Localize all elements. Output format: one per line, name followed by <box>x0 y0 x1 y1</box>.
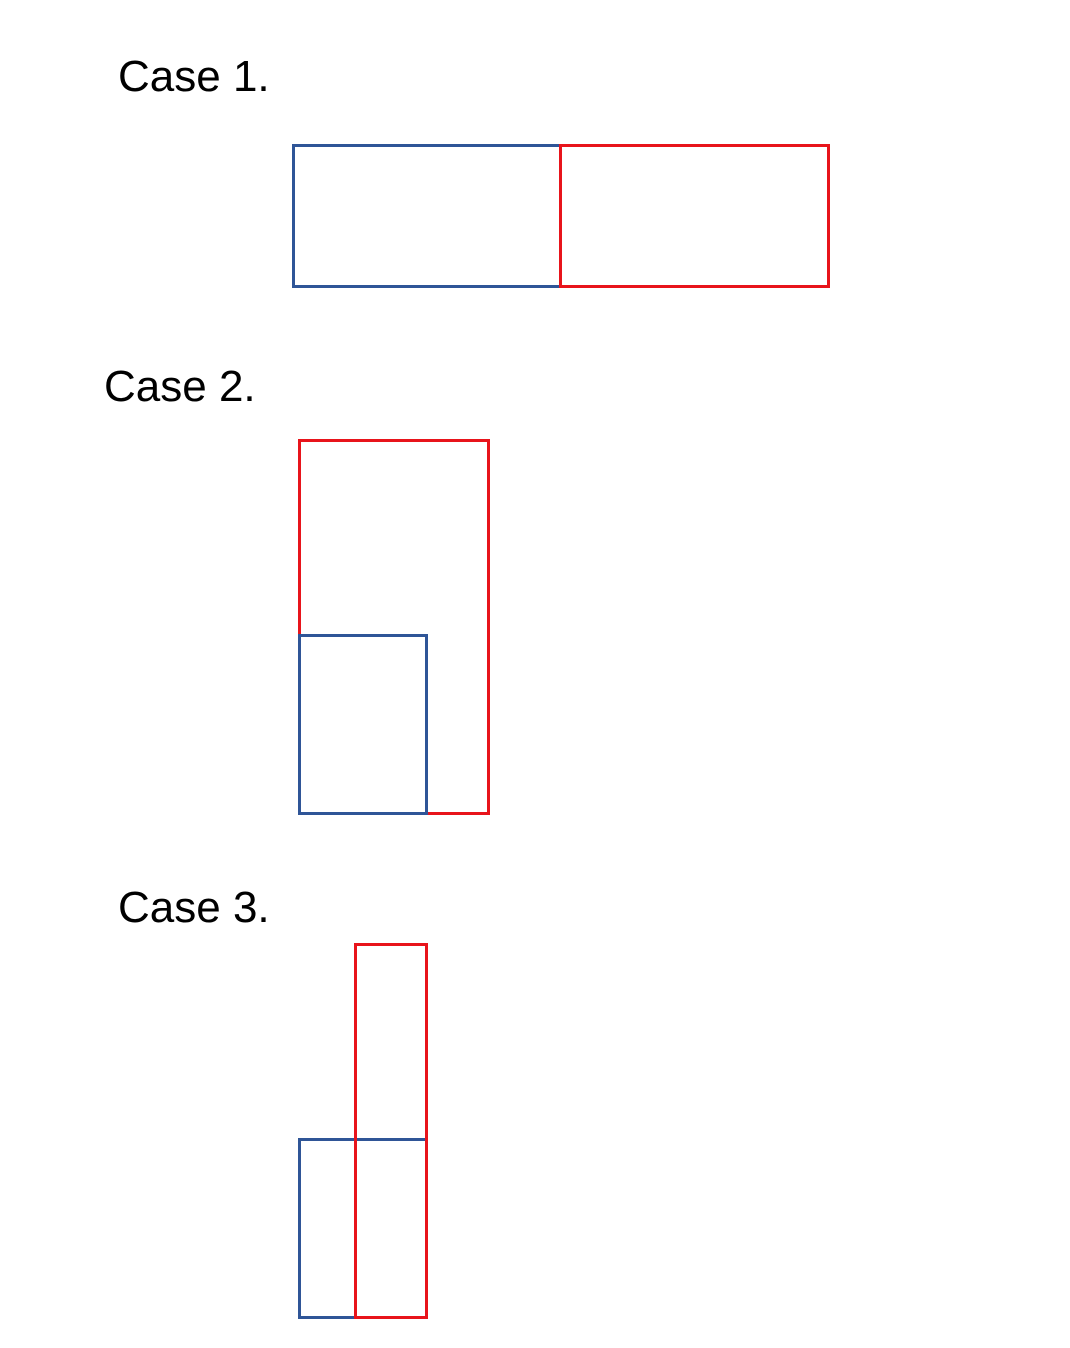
case-3-red-rectangle <box>354 943 428 1319</box>
case-2-label: Case 2. <box>104 362 256 411</box>
case-3-label: Case 3. <box>118 883 270 932</box>
case-1-label: Case 1. <box>118 52 270 101</box>
case-2-blue-rectangle <box>298 634 428 815</box>
case-1-blue-rectangle <box>292 144 562 288</box>
case-1-red-rectangle <box>559 144 830 288</box>
